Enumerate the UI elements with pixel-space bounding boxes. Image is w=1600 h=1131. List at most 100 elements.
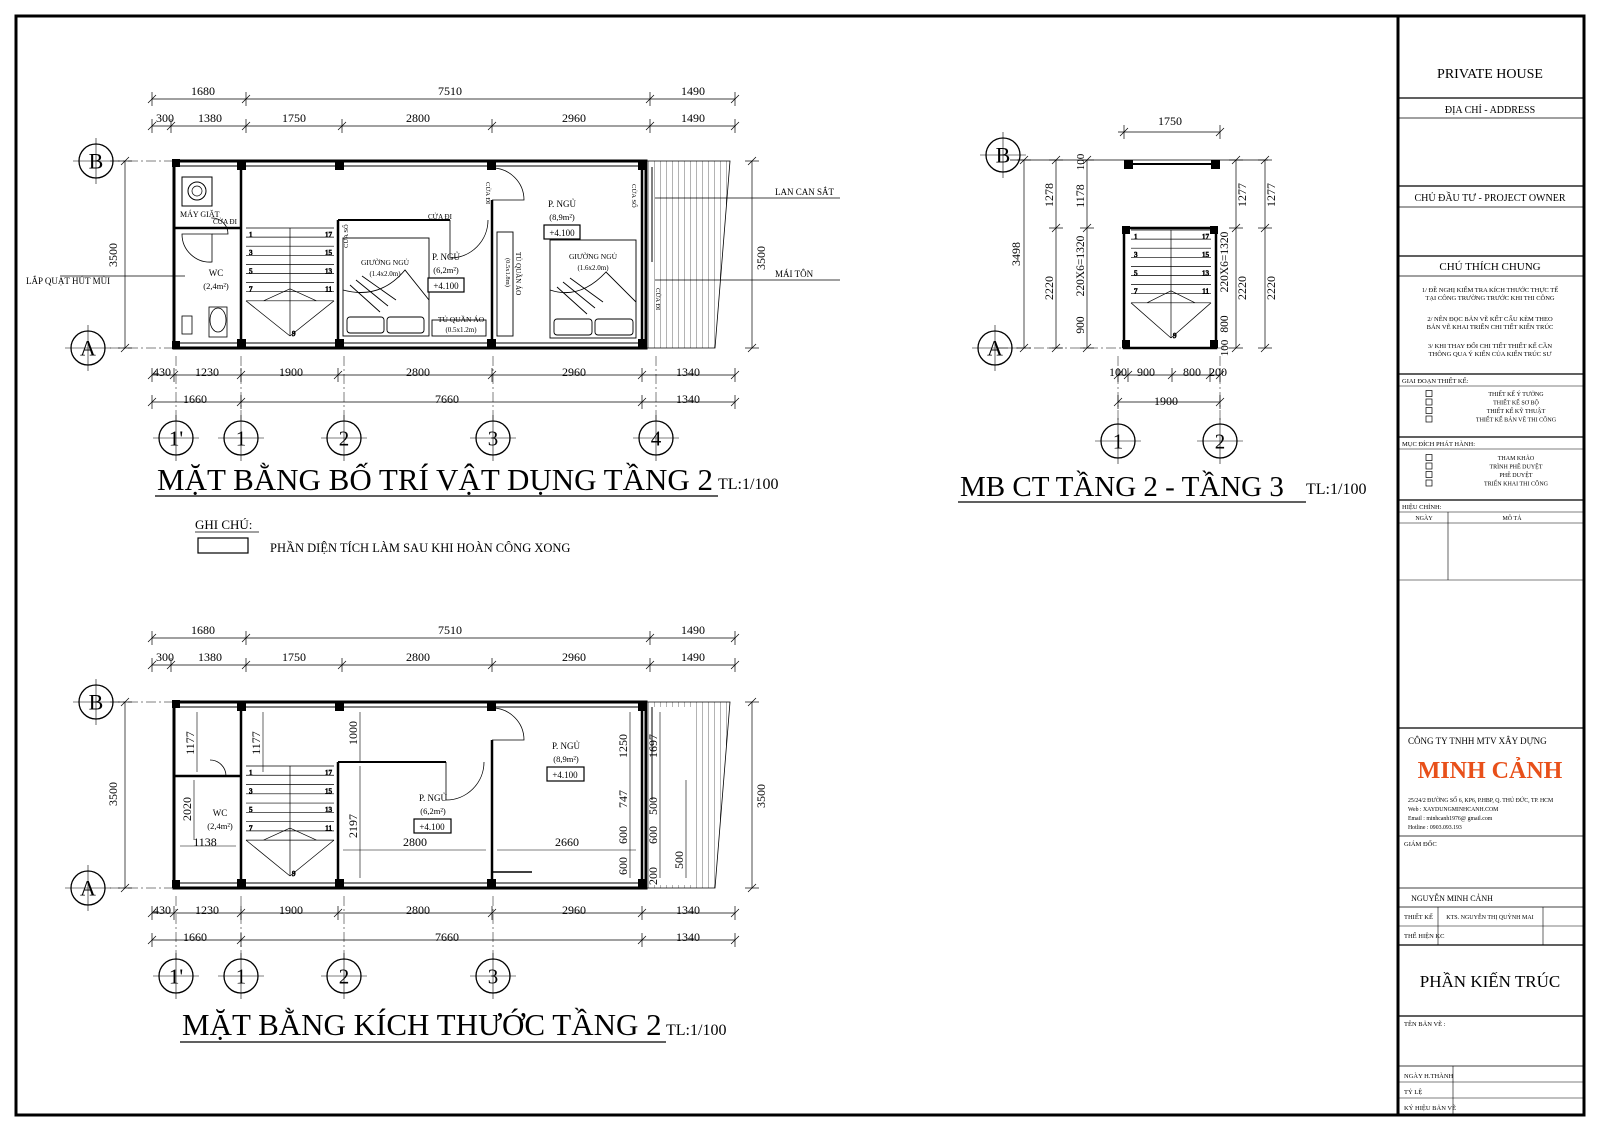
p3-scale: TL:1/100 bbox=[666, 1022, 726, 1039]
p1-room1-label: P. NGỦ bbox=[432, 252, 461, 262]
p2-dim-b-800: 800 bbox=[1183, 365, 1201, 379]
note-3a: 3/ KHI THAY ĐỔI CHI TIẾT THIẾT KẾ CẦN bbox=[1428, 342, 1553, 350]
note-3b: THÔNG QUA Ý KIẾN CỦA KIẾN TRÚC SƯ bbox=[1429, 350, 1553, 358]
stair-step-number: 7 bbox=[249, 825, 253, 833]
p1-door-wc-label: CỬA ĐI bbox=[213, 218, 238, 226]
p1-door-balcony: CỬA ĐI bbox=[654, 288, 662, 310]
p1-fan-label: LẮP QUẠT HÚT MÙI bbox=[26, 276, 110, 286]
p3-inner-1177b: 1177 bbox=[249, 731, 263, 755]
p3-inner-747: 747 bbox=[616, 790, 630, 808]
p1-dim-top-1490: 1490 bbox=[681, 84, 705, 98]
p2-title: MB CT TẦNG 2 - TẦNG 3 bbox=[960, 469, 1284, 503]
checkbox bbox=[1425, 462, 1433, 470]
wc-sink-icon bbox=[181, 315, 193, 335]
p2-dim-left-100: 100 bbox=[1075, 153, 1087, 170]
stair-step-number: 11 bbox=[1202, 288, 1209, 296]
p1-bed1-label: GIƯỜNG NGỦ bbox=[361, 257, 410, 267]
title-block: PRIVATE HOUSE ĐỊA CHỈ - ADDRESS CHỦ ĐẦU … bbox=[1398, 67, 1584, 1115]
p3-door-room1 bbox=[445, 761, 485, 801]
p1-dim-t2-2960: 2960 bbox=[562, 111, 586, 125]
p3-dim-top-1680: 1680 bbox=[191, 623, 215, 637]
bed-1-icon bbox=[342, 237, 430, 337]
stair-step-number: 15 bbox=[325, 249, 333, 257]
axis-label: 1' bbox=[169, 426, 183, 450]
director-label: GIÁM ĐỐC bbox=[1404, 840, 1437, 848]
purpose-label: MỤC ĐÍCH PHÁT HÀNH: bbox=[1402, 440, 1475, 448]
p3-room2-level: +4.100 bbox=[552, 770, 578, 780]
stair-step-number: 1 bbox=[249, 769, 253, 777]
p1-dim-b1-1900: 1900 bbox=[279, 365, 303, 379]
p3-dim-b2-1660: 1660 bbox=[183, 930, 207, 944]
p3-dim-b1-1900: 1900 bbox=[279, 903, 303, 917]
stair-step-number: 17 bbox=[1202, 233, 1210, 241]
p1-dim-t2-300: 300 bbox=[156, 111, 174, 125]
p1-door-wc bbox=[211, 217, 229, 235]
p3-room2-label: P. NGỦ bbox=[552, 741, 581, 751]
axis-label: A bbox=[987, 336, 1003, 361]
note-1a: 1/ ĐỀ NGHỊ KIỂM TRA KÍCH THƯỚC THỰC TẾ bbox=[1422, 286, 1558, 294]
p1-dim-left-3500: 3500 bbox=[106, 243, 120, 267]
checkbox bbox=[1425, 454, 1433, 461]
p3-title: MẶT BẰNG KÍCH THƯỚC TẦNG 2 bbox=[182, 1007, 662, 1042]
director-name: NGUYỄN MINH CẢNH bbox=[1411, 892, 1493, 903]
p2-dim-left-3498: 3498 bbox=[1009, 242, 1023, 266]
p3-wc-area: (2,4m²) bbox=[207, 821, 233, 831]
p3-dim-t2-300: 300 bbox=[156, 650, 174, 664]
p3-dim-b1-1230: 1230 bbox=[195, 903, 219, 917]
p3-inner-1697: 1697 bbox=[646, 734, 660, 758]
note-2b: BẢN VẼ KHAI TRIỂN CHI TIẾT KIẾN TRÚC bbox=[1427, 323, 1554, 331]
toilet-icon bbox=[208, 306, 228, 338]
p1-bed1-size: (1.4x2.0m) bbox=[369, 270, 401, 278]
p2-dim-right-1277b: 1277 bbox=[1264, 183, 1278, 207]
washing-machine-icon bbox=[181, 176, 213, 207]
p3-dim-b1-430: 430 bbox=[153, 903, 171, 917]
p3-dim-top-7510: 7510 bbox=[438, 623, 462, 637]
p3-dim-t2-2800: 2800 bbox=[406, 650, 430, 664]
bed-2-icon bbox=[549, 239, 637, 339]
p1-wardrobe1-size: (0.5x1.2m) bbox=[445, 326, 477, 334]
stair-step-number: 5 bbox=[1134, 269, 1138, 277]
p3-inner-1177a: 1177 bbox=[183, 731, 197, 755]
project-name: PRIVATE HOUSE bbox=[1437, 67, 1543, 82]
p1-door-room1 bbox=[449, 219, 489, 259]
checklist-item: TRIỂN KHAI THI CÔNG bbox=[1484, 480, 1549, 488]
stair-step-number: 7 bbox=[249, 286, 253, 294]
p1-roof-hatch bbox=[645, 160, 731, 349]
company-address: 25/24/2 ĐƯỜNG SỐ 6, KP6, P.HBP, Q. THỦ Đ… bbox=[1408, 796, 1553, 804]
p2-dim-left-stair: 220X6=1320 bbox=[1075, 235, 1087, 296]
stair-step-number: 1 bbox=[249, 231, 253, 239]
p1-dim-t2-1380: 1380 bbox=[198, 111, 222, 125]
wardrobe-2 bbox=[496, 231, 514, 337]
p3-room2-area: (8,9m²) bbox=[553, 754, 579, 764]
p1-dim-t2-2800: 2800 bbox=[406, 111, 430, 125]
p3-dim-t2-1750: 1750 bbox=[282, 650, 306, 664]
note-1b: TẠI CÔNG TRƯỜNG TRƯỚC KHI THI CÔNG bbox=[1425, 294, 1555, 302]
axis-label: B bbox=[89, 690, 104, 715]
code-label: KÝ HIỆU BẢN VẼ bbox=[1404, 1104, 1456, 1112]
plan-furniture-floor2: 1680 7510 1490 300 1380 1750 2800 2960 1… bbox=[26, 84, 840, 497]
p3-door-room2 bbox=[491, 707, 525, 741]
p3-dim-top-1490: 1490 bbox=[681, 623, 705, 637]
p1-dim-t2-1490: 1490 bbox=[681, 111, 705, 125]
company-hotline: Hotline : 0903.093.193 bbox=[1408, 825, 1462, 831]
p1-door-room2-label: CỬA ĐI bbox=[484, 182, 492, 204]
p3-wc-label: WC bbox=[213, 808, 228, 818]
axis-label: 4 bbox=[651, 426, 662, 450]
axis-label: 1 bbox=[236, 426, 247, 450]
stair-step-number: 13 bbox=[325, 806, 333, 814]
p1-dim-b2-1660: 1660 bbox=[183, 392, 207, 406]
checklist-item: THIẾT KẾ KỸ THUẬT bbox=[1487, 407, 1546, 415]
p2-dim-right-800: 800 bbox=[1219, 315, 1231, 333]
checkbox bbox=[1425, 471, 1433, 478]
stair-step-number: 15 bbox=[1202, 251, 1210, 259]
p1-dim-top-7510: 7510 bbox=[438, 84, 462, 98]
p3-dim-b1-1340: 1340 bbox=[676, 903, 700, 917]
stair-step-number: 17 bbox=[325, 769, 333, 777]
stair-step-number: 13 bbox=[325, 267, 333, 275]
p3-inner-2660: 2660 bbox=[555, 835, 579, 849]
